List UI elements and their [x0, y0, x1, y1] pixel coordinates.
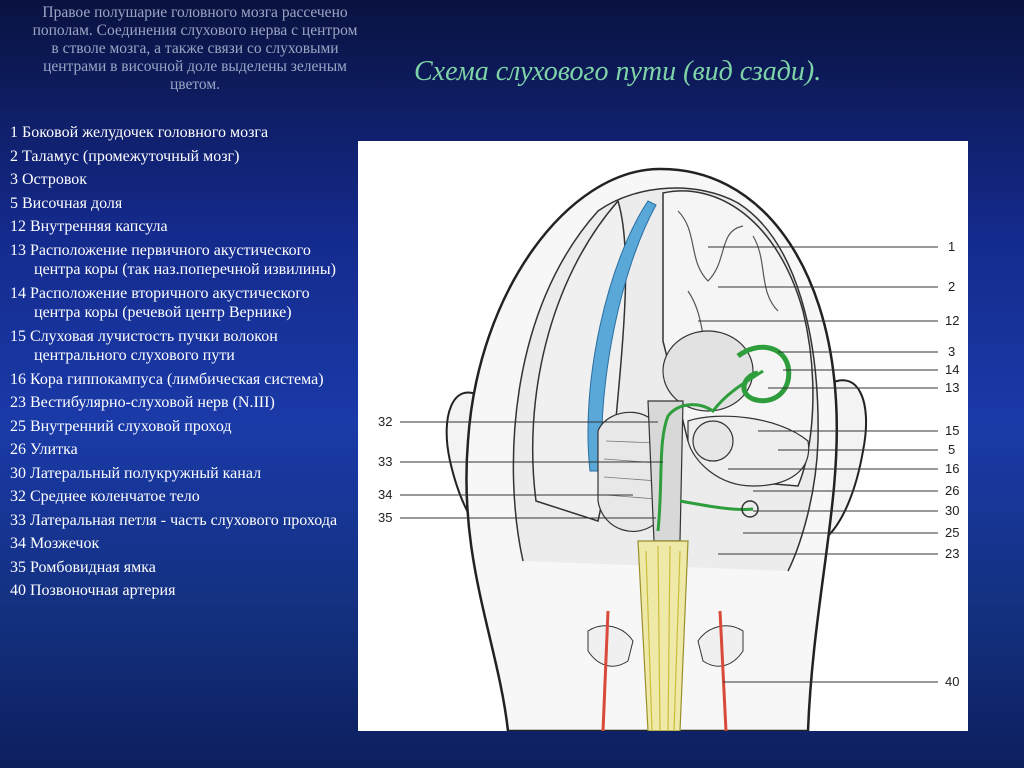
- cerebellum-folia: [603, 440, 659, 500]
- figure-label: 3: [948, 344, 955, 359]
- vertebral-artery-left: [601, 610, 610, 731]
- figure-label: 2: [948, 279, 955, 294]
- legend-item: 33 Латеральная петля - часть слухового п…: [10, 511, 338, 529]
- auditory-cortex: [736, 344, 792, 404]
- auditory-pathway-illustration: 1 2 12 3 14 13 15 5 16 26 30 25 23 40 32…: [378, 167, 959, 731]
- thalamus: [662, 330, 754, 412]
- figure-label: 33: [378, 454, 392, 469]
- figure-label: 25: [945, 525, 959, 540]
- legend-item: 34 Мозжечок: [10, 535, 100, 552]
- legend-item: 30 Латеральный полукружный канал: [10, 464, 262, 482]
- figure-label: 14: [945, 362, 959, 377]
- slide-title: Схема слухового пути (вид сзади).: [414, 56, 822, 87]
- figure-label: 12: [945, 313, 959, 328]
- legend-item: 2 Таламус (промежуточный мозг): [10, 147, 240, 165]
- legend-item: 32 Среднее коленчатое тело: [10, 488, 200, 505]
- figure-label: 30: [945, 503, 959, 518]
- legend-item: 26 Улитка: [10, 441, 78, 458]
- intro-text: Правое полушарие головного мозга рассече…: [32, 4, 358, 93]
- figure-label: 23: [945, 546, 959, 561]
- figure-label: 13: [945, 380, 959, 395]
- legend-item: 35 Ромбовидная ямка: [10, 558, 156, 576]
- vertebra-left: [587, 625, 634, 667]
- anatomy-figure: 1 2 12 3 14 13 15 5 16 26 30 25 23 40 32…: [358, 141, 968, 731]
- lateral-ventricle: [587, 200, 657, 472]
- legend-item: 1 Боковой желудочек головного мозга: [10, 124, 269, 141]
- figure-label: 5: [948, 442, 955, 457]
- legend-item: 3 Островок: [10, 171, 88, 188]
- figure-label: 16: [945, 461, 959, 476]
- hippocampus: [692, 420, 734, 462]
- legend-item: 25 Внутренний слуховой проход: [10, 417, 232, 435]
- legend-item: 12 Внутренняя капсула: [10, 218, 168, 235]
- right-hemisphere: [662, 190, 814, 487]
- figure-label: 1: [948, 239, 955, 254]
- figure-label: 15: [945, 423, 959, 438]
- figure-label: 35: [378, 510, 392, 525]
- spinal-nerves: [645, 545, 681, 731]
- legend-item: 13 Расположение первичного акустического…: [10, 241, 336, 279]
- figure-label: 34: [378, 487, 392, 502]
- legend-item: 15 Слуховая лучистость пучки волокон цен…: [10, 327, 278, 365]
- legend-item: 40 Позвоночная артерия: [10, 582, 176, 599]
- legend-item: 16 Кора гиппокампуса (лимбическая систем…: [10, 370, 324, 388]
- legend-item: 5 Височная доля: [10, 194, 123, 212]
- legend-item: 14 Расположение вторичного акустического…: [10, 284, 310, 322]
- figure-label: 32: [378, 414, 392, 429]
- figure-label: 26: [945, 483, 959, 498]
- auditory-pathway: [656, 369, 764, 532]
- figure-label: 40: [945, 674, 959, 689]
- vertebral-artery-right: [718, 610, 728, 731]
- legend-list: 1 Боковой желудочек головного мозга 2 Та…: [10, 123, 360, 605]
- cochlea: [741, 500, 759, 518]
- legend-item: 23 Вестибулярно-слуховой нерв (N.III): [10, 394, 275, 411]
